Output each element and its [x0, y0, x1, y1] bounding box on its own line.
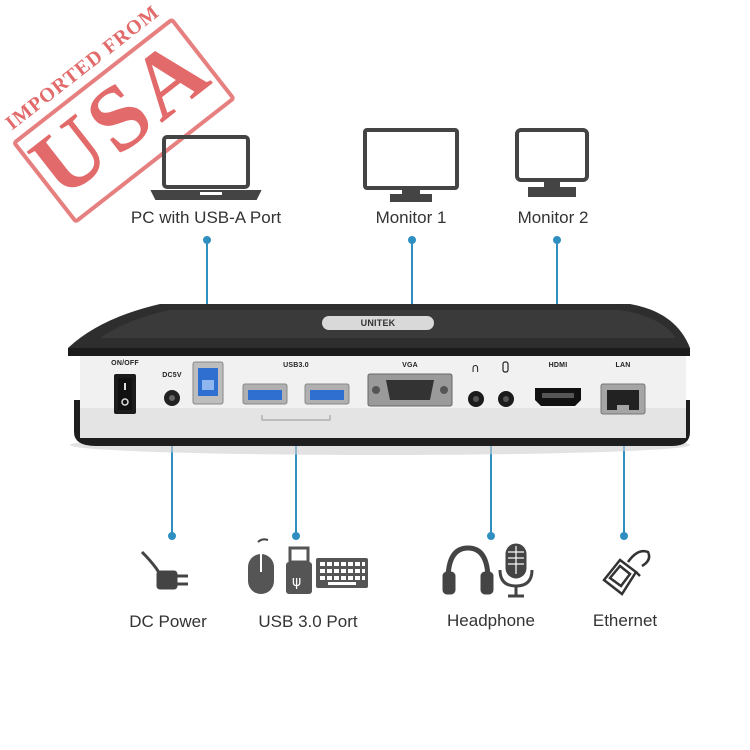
brand-badge-text: UNITEK [360, 318, 396, 328]
mouse-icon [248, 538, 274, 594]
svg-text:∩: ∩ [471, 361, 480, 375]
keyboard-icon [316, 558, 368, 588]
ethernet-cable-icon [602, 549, 651, 596]
on-off-label: ON/OFF [111, 360, 139, 367]
lan-label: LAN [615, 362, 631, 369]
hdmi-label: HDMI [548, 362, 568, 369]
monitor-1-label: Monitor 1 [375, 208, 447, 227]
ethernet-label: Ethernet [592, 611, 658, 630]
laptop-icon [150, 135, 262, 200]
vga-label: VGA [402, 362, 418, 369]
microphone-icon [498, 543, 534, 598]
usb-drive-icon: ψ [286, 546, 312, 594]
dc-power-label: DC Power [129, 612, 207, 631]
headphone-icon [442, 545, 494, 595]
pc-label: PC with USB-A Port [130, 208, 282, 227]
svg-text:ψ: ψ [292, 574, 301, 590]
usb3-label: USB3.0 [283, 362, 309, 369]
monitor-2-icon [515, 128, 589, 197]
device-ports: ∩ [114, 361, 646, 421]
dc-plug-icon [140, 550, 188, 590]
headphone-label: Headphone [447, 611, 535, 630]
dc5v-label: DC5V [162, 372, 182, 379]
usb-port-label: USB 3.0 Port [258, 612, 358, 631]
monitor-2-label: Monitor 2 [517, 208, 589, 227]
monitor-1-icon [363, 128, 459, 202]
